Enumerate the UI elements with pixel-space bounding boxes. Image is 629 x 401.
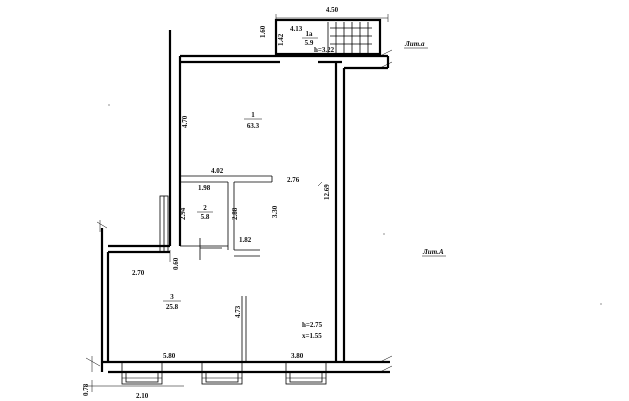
room-1a-number: 1a [306, 30, 314, 38]
room-3-area: 25.8 [166, 303, 179, 311]
room-2-number: 2 [203, 204, 207, 212]
dim-room2-left: 2.94 [179, 207, 187, 220]
dim-room3-right: 4.73 [234, 305, 242, 318]
dim-long-right: 12.69 [323, 184, 331, 200]
note-height-bottom: h=2.75 [302, 321, 323, 329]
note-height-top: h=3.22 [314, 46, 335, 54]
room-3-number: 3 [170, 293, 174, 301]
note-x-value: x=1.55 [302, 332, 322, 340]
right-wall-ends [379, 49, 393, 373]
main-walls [100, 30, 390, 374]
room-2-walls [180, 175, 273, 260]
dim-step-060: 0.60 [172, 257, 180, 270]
dim-room2-bottom: 1.82 [239, 236, 252, 244]
dim-vert-142: 1.42 [277, 33, 285, 46]
dim-bottom-right: 3.80 [291, 352, 304, 360]
room-3-partition [241, 296, 247, 362]
dim-left-wall: 4.70 [181, 115, 189, 128]
room-1a-area: 5.9 [305, 39, 314, 47]
room-1-number: 1 [251, 111, 255, 119]
dim-vertical-330: 3.30 [271, 205, 279, 218]
partition-left [159, 195, 169, 253]
dim-step-078: 0.78 [82, 383, 90, 396]
windows-bottom [121, 361, 327, 385]
staircase [274, 18, 382, 56]
dim-room3-top: 2.70 [132, 269, 145, 277]
dim-room2-top: 4.02 [211, 167, 224, 175]
room-2-area: 5.8 [201, 213, 210, 221]
dim-room2-inner-top: 1.98 [198, 184, 211, 192]
dim-entrance: 2.10 [136, 392, 149, 400]
dim-vert-160: 1.60 [259, 25, 267, 38]
dim-top-total: 4.50 [326, 6, 339, 14]
letter-main: Лит.А [422, 248, 444, 256]
dim-bottom-left: 5.80 [163, 352, 176, 360]
dim-corridor-width: 4.13 [290, 25, 303, 33]
bottom-dimension-line [85, 356, 184, 392]
room-1-area: 63.3 [247, 122, 260, 130]
dim-room2-right: 2.88 [231, 207, 239, 220]
letter-top: Лит.а [404, 40, 425, 48]
dim-right-of-room2: 2.76 [287, 176, 300, 184]
